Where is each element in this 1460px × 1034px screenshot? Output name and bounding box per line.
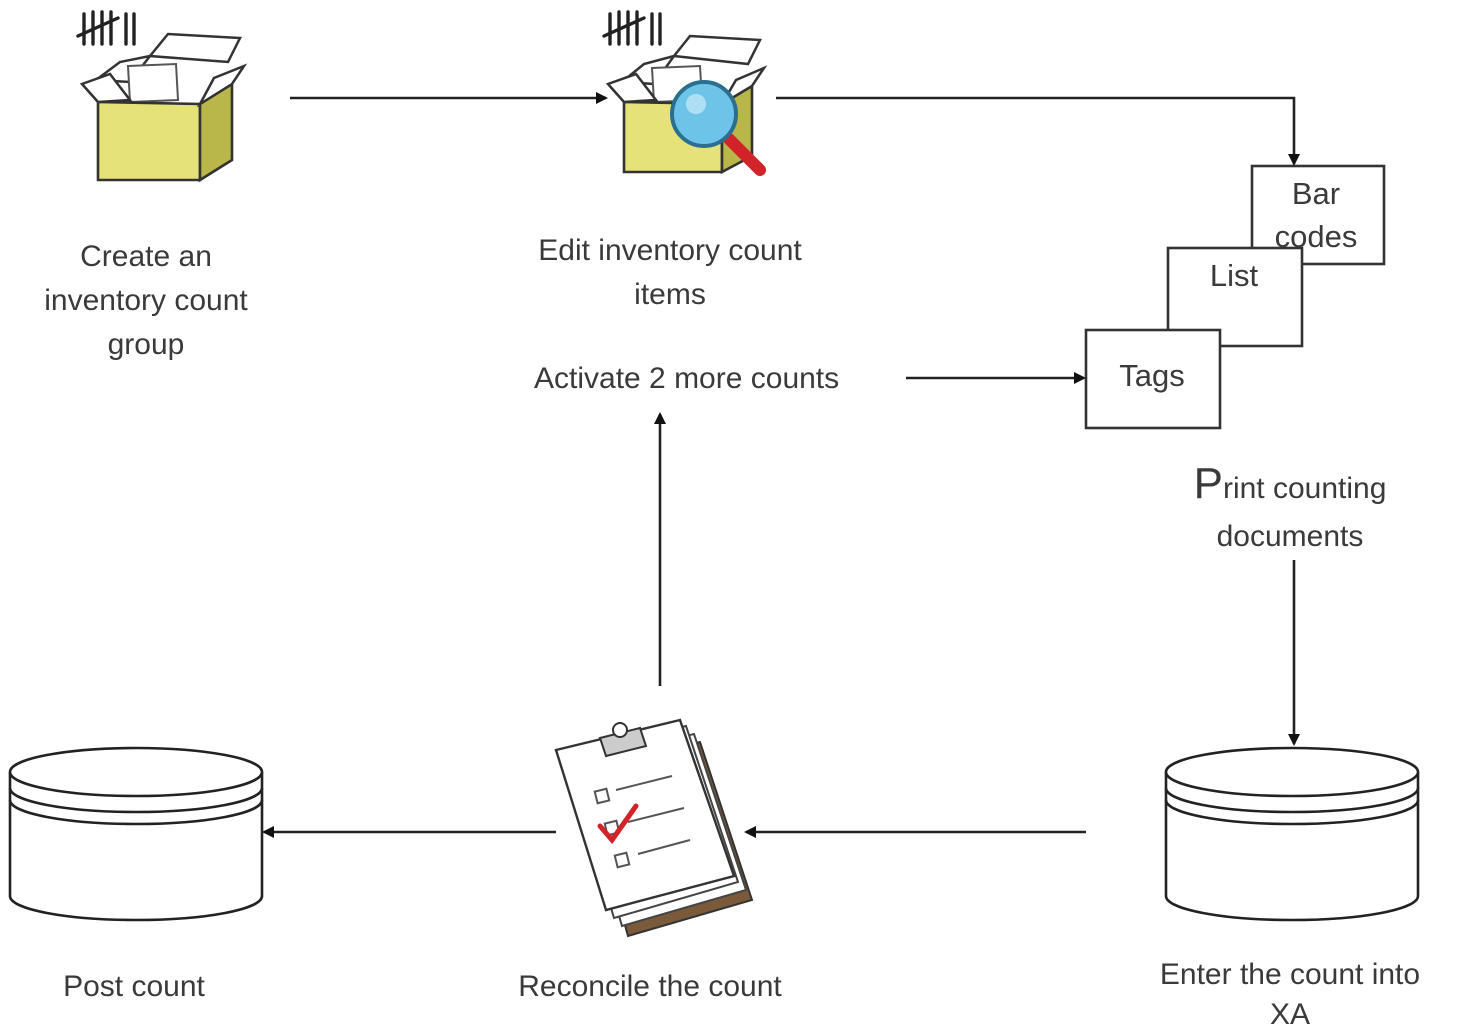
svg-text:XA: XA <box>1270 998 1310 1031</box>
tags-document <box>1084 328 1222 430</box>
print-documents-label: Print counting documents <box>1194 459 1387 553</box>
barcodes-label-line1: Bar <box>1292 176 1340 211</box>
checklist-clipboard-icon <box>554 718 754 938</box>
reconcile-count-label: Reconcile the count <box>518 970 782 1003</box>
svg-text:Enter the count into: Enter the count into <box>1160 958 1420 991</box>
svg-text:items: items <box>634 278 706 311</box>
svg-text:Print counting: Print counting <box>1194 459 1387 508</box>
svg-text:inventory count: inventory count <box>44 284 248 317</box>
svg-text:Create an: Create an <box>80 240 212 273</box>
open-box-magnifier-icon <box>602 10 768 176</box>
arrow-edit-to-documents <box>776 96 1300 166</box>
enter-count-database-icon <box>1164 746 1420 922</box>
edit-items-label: Edit inventory count items <box>538 234 802 311</box>
activate-counts-label: Activate 2 more counts <box>534 362 839 395</box>
svg-text:Edit inventory count: Edit inventory count <box>538 234 802 267</box>
create-group-label: Create an inventory count group <box>44 240 248 361</box>
svg-text:group: group <box>108 328 185 361</box>
flow-connectors <box>262 92 1300 838</box>
counting-documents-stack: Bar codes List Tags <box>1084 164 1386 430</box>
tags-label: Tags <box>1119 358 1184 393</box>
open-box-tally-icon <box>76 10 248 183</box>
post-count-database-icon <box>8 746 264 922</box>
enter-count-label: Enter the count into XA <box>1160 958 1420 1031</box>
list-label: List <box>1210 258 1259 293</box>
svg-text:documents: documents <box>1217 520 1364 553</box>
post-count-label: Post count <box>63 970 205 1003</box>
